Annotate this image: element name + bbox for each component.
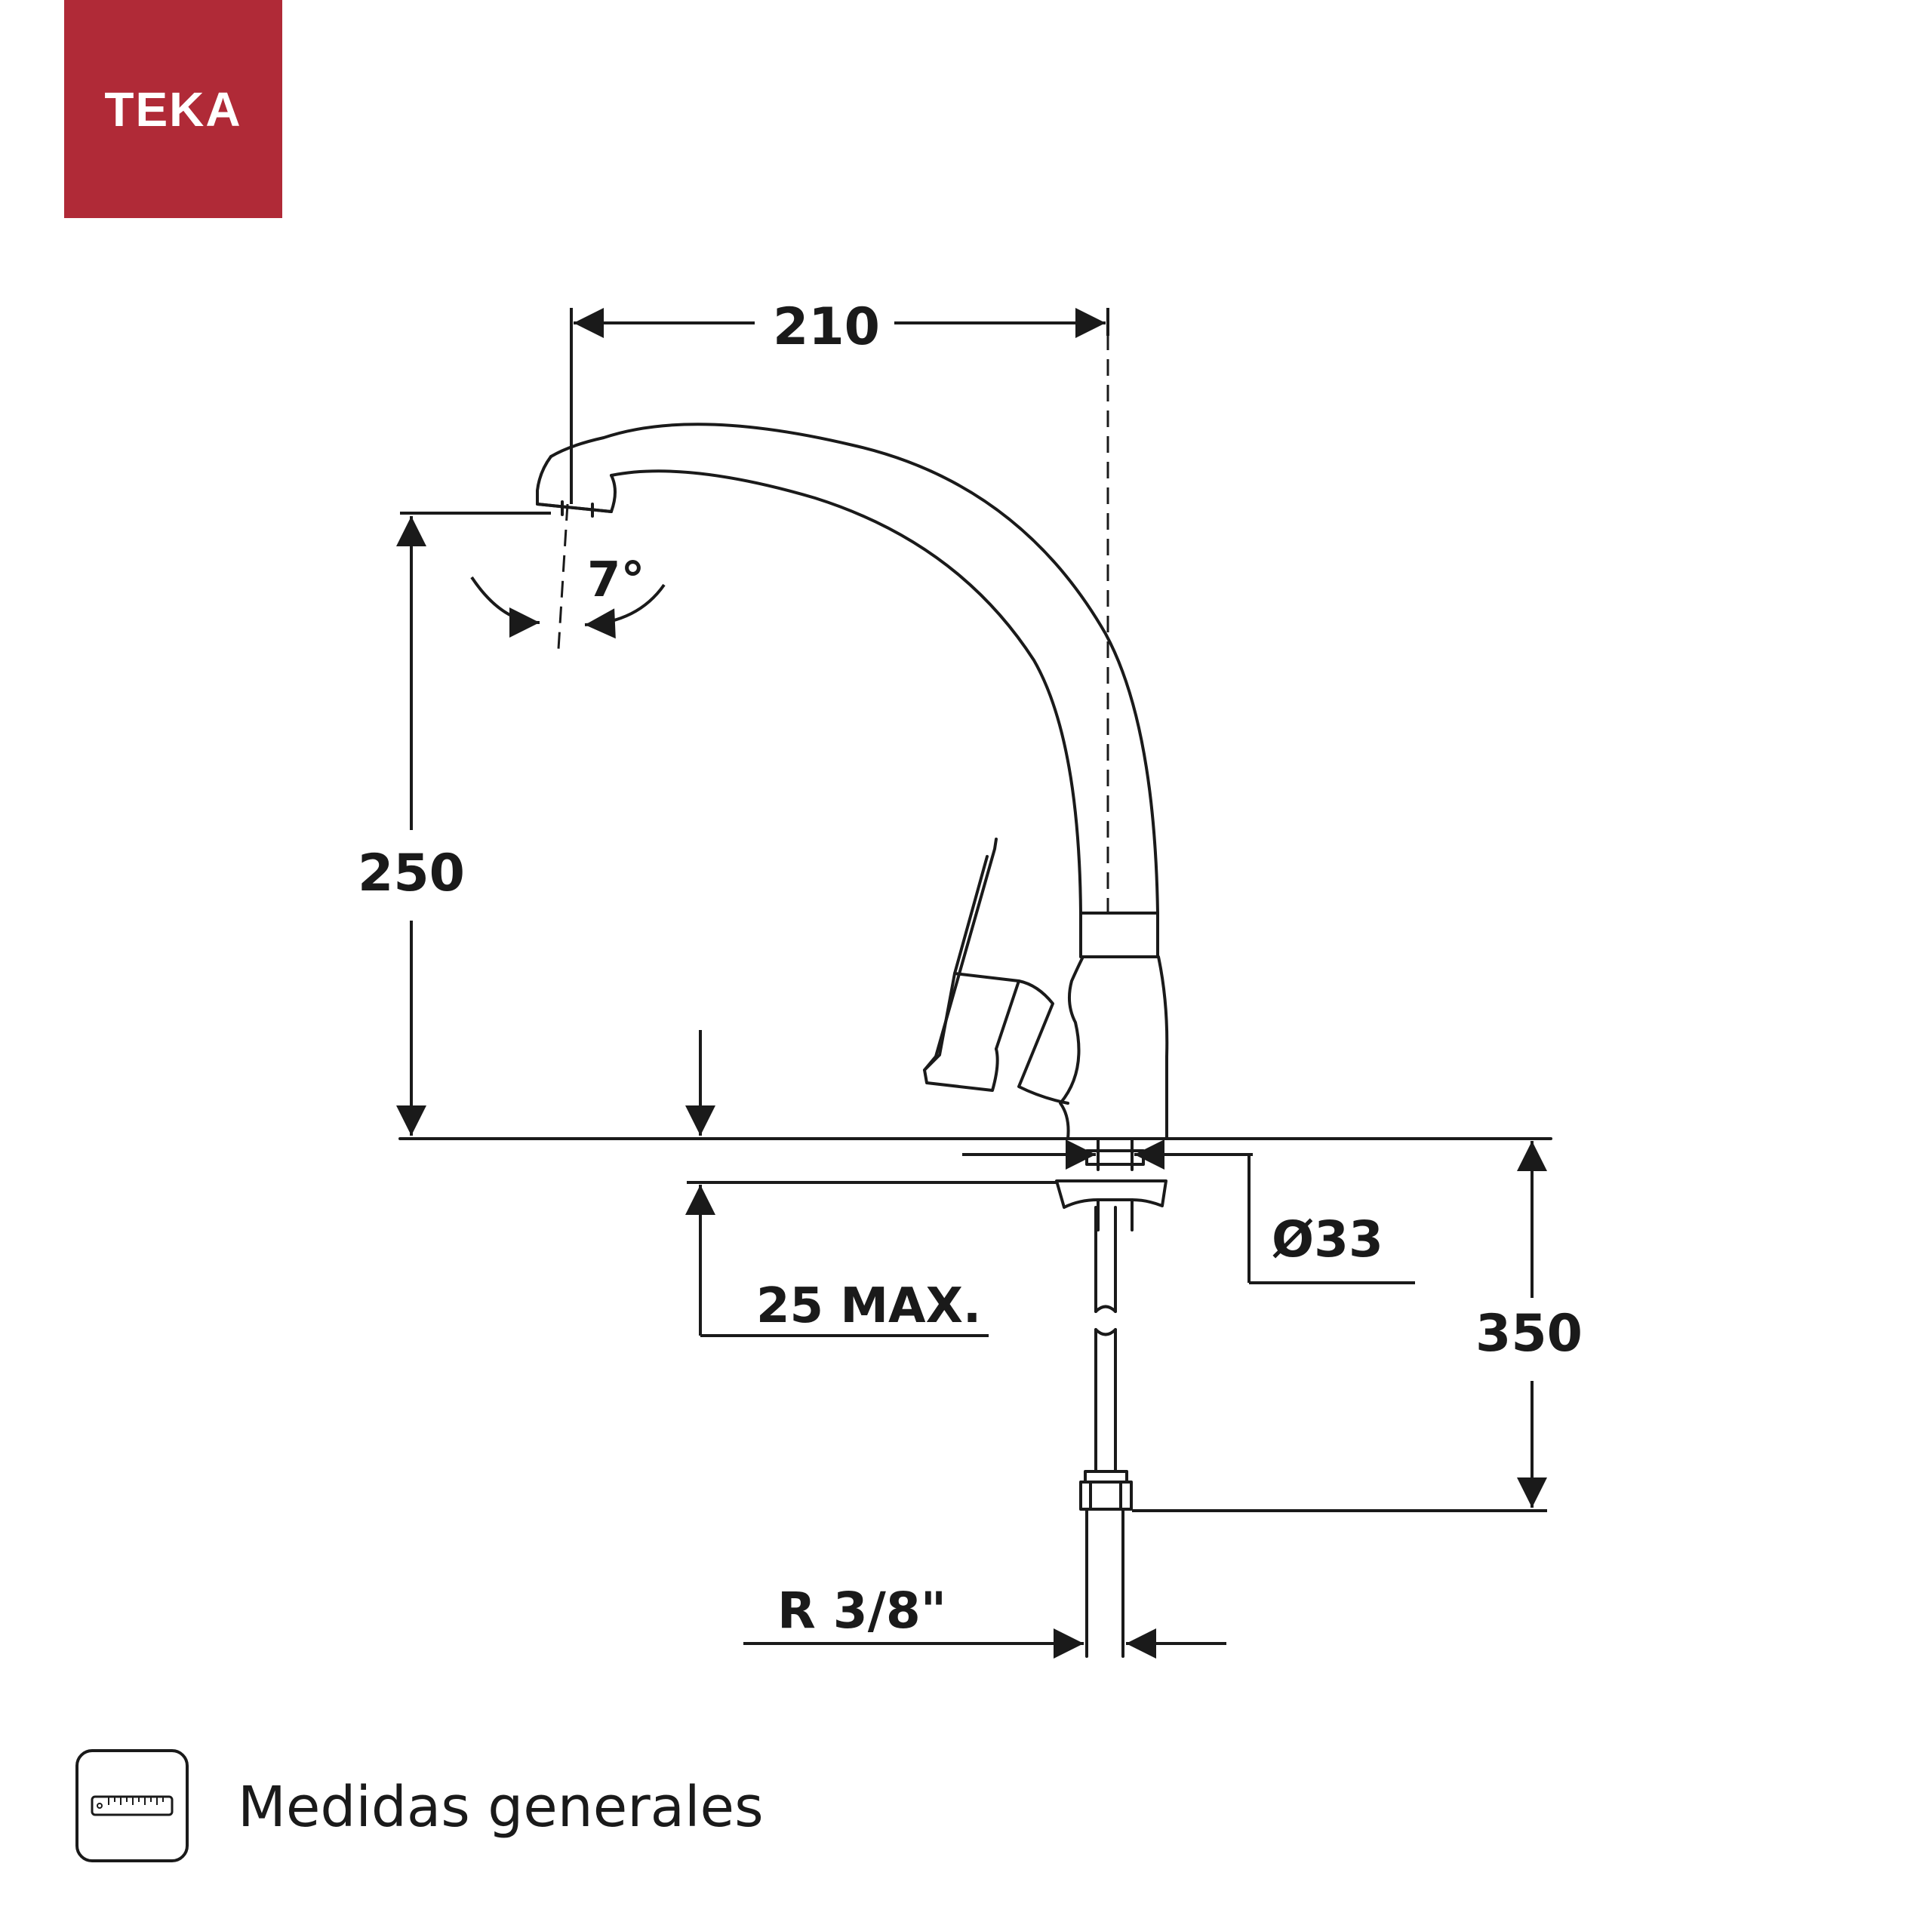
lever-handle	[923, 838, 999, 1092]
spout-inner	[610, 469, 1082, 915]
faucet-body	[1059, 955, 1169, 1140]
brand-logo: TEKA	[64, 0, 282, 218]
hose-fitting	[1084, 1470, 1128, 1484]
ruler-icon	[75, 1749, 189, 1862]
spout-outer	[549, 423, 1159, 915]
faucet-collar	[1079, 912, 1159, 958]
dim-angle-label: 7°	[587, 552, 645, 608]
mounting-nut	[1055, 1179, 1168, 1209]
angle-arc	[470, 576, 540, 638]
dim-spout-height-label: 250	[358, 844, 465, 903]
dim-thread-label: R 3/8"	[777, 1582, 946, 1640]
dim-base-diameter-label: Ø33	[1272, 1210, 1383, 1268]
brand-logo-text: TEKA	[104, 81, 242, 137]
dim-hose-length-label: 350	[1475, 1304, 1583, 1364]
dim-counter-thickness-label: 25 MAX.	[756, 1278, 981, 1334]
spout-head	[536, 455, 617, 513]
dim-spout-reach-label: 210	[773, 297, 880, 357]
footer-label: Medidas generales	[238, 1775, 764, 1840]
outlet-axis	[557, 503, 569, 650]
